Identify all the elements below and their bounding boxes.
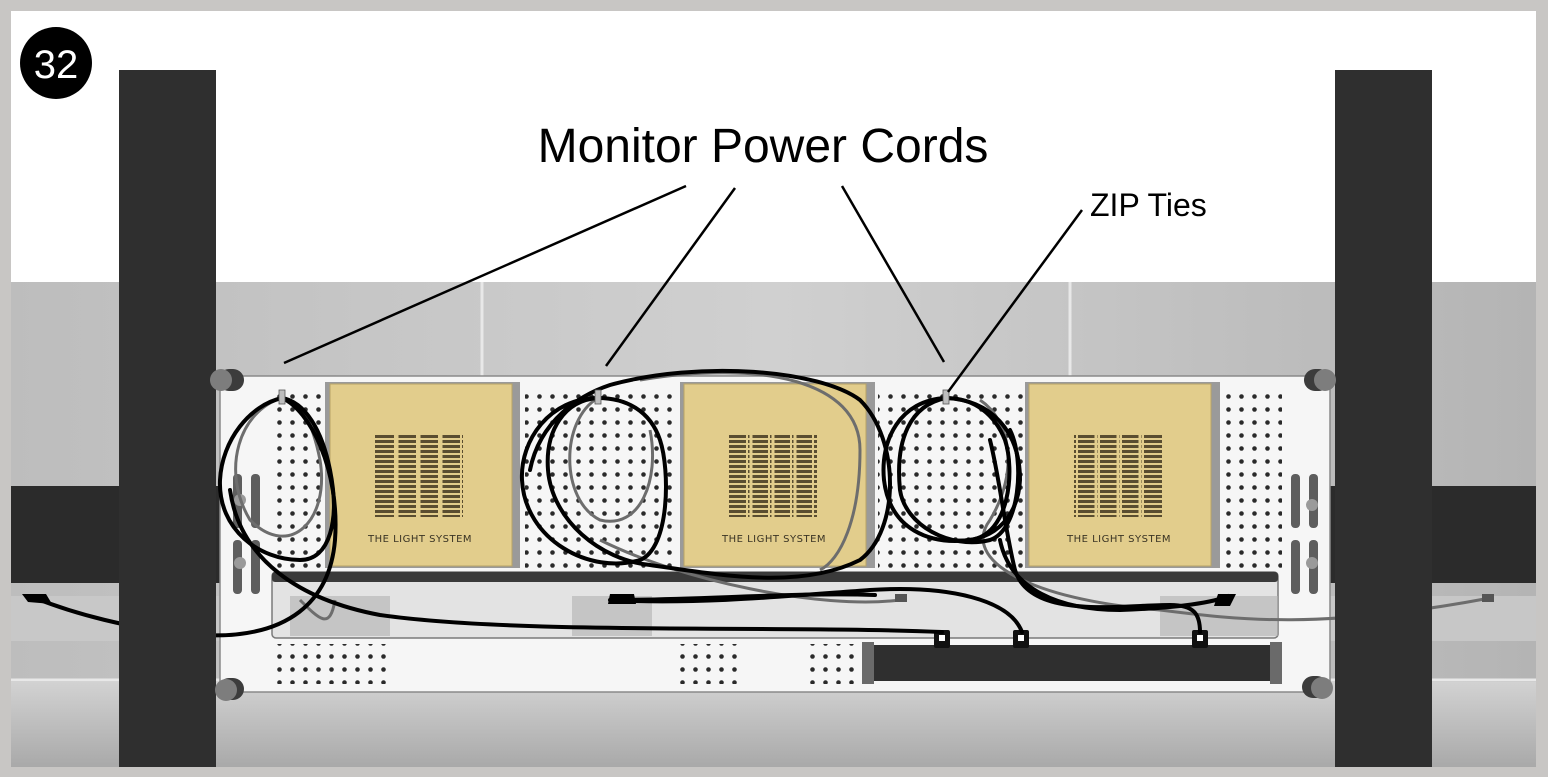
rack-post-left	[119, 70, 216, 767]
mounting-knob	[1302, 676, 1333, 699]
cord-plug-channel	[608, 594, 636, 604]
zip-tie	[942, 389, 950, 405]
channel-shadow	[290, 596, 390, 636]
perforation-field	[1217, 394, 1282, 568]
mounting-knob	[215, 678, 244, 701]
slot-bracket-right	[1291, 474, 1318, 594]
rack-post-right	[1335, 70, 1432, 767]
callout-leaders	[283, 184, 1084, 393]
cord-plug-right	[1214, 594, 1236, 606]
light-panel-1: THE LIGHT SYSTEM	[325, 382, 520, 568]
power-strip-end	[1270, 642, 1282, 684]
callout-monitor-power-cords: Monitor Power Cords	[538, 120, 989, 173]
zip-tie	[594, 389, 602, 405]
light-panel-3: THE LIGHT SYSTEM	[1025, 382, 1220, 568]
light-panel-2: THE LIGHT SYSTEM	[680, 382, 875, 568]
power-plug	[1013, 630, 1029, 648]
power-strip	[866, 645, 1278, 681]
power-plug	[1192, 630, 1208, 648]
panel-label: THE LIGHT SYSTEM	[721, 534, 826, 545]
step-number-badge: 32	[20, 27, 92, 99]
perforation-field	[806, 644, 858, 684]
grey-plug	[895, 594, 907, 602]
monitor-power-cords	[33, 368, 1230, 638]
power-strip-end	[862, 642, 874, 684]
perforation-field	[272, 394, 328, 568]
perforation-field	[678, 644, 744, 684]
grey-plug	[1482, 594, 1494, 602]
power-plug	[934, 630, 950, 648]
zip-tie	[278, 389, 286, 405]
floor-strip	[11, 682, 1536, 767]
mounting-knob	[1304, 369, 1336, 391]
panel-label: THE LIGHT SYSTEM	[367, 534, 472, 545]
mounting-knob	[210, 369, 244, 391]
perforation-field	[272, 644, 390, 684]
callout-zip-ties: ZIP Ties	[1090, 187, 1207, 223]
step-number: 32	[34, 43, 79, 87]
panel-label: THE LIGHT SYSTEM	[1066, 534, 1171, 545]
cord-plug-left	[22, 594, 52, 604]
